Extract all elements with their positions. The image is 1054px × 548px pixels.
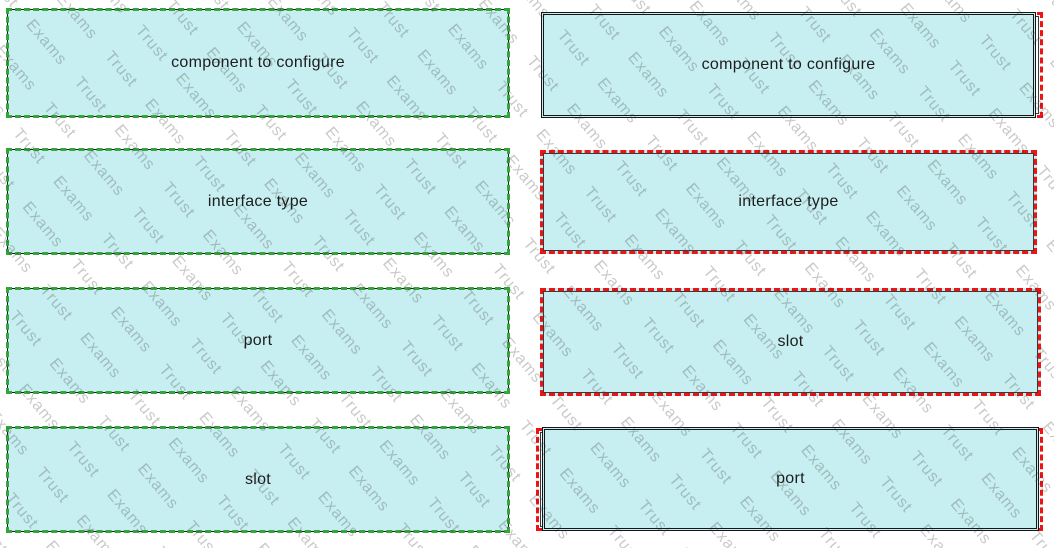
drag-item-label: slot — [244, 470, 272, 488]
placed-item-label: component to configure — [701, 56, 876, 73]
drag-item-interface-type[interactable]: interface type — [6, 148, 510, 255]
drop-target-interface-type[interactable]: interface type — [540, 150, 1037, 254]
drop-target-label: interface type — [738, 193, 839, 210]
drag-item-component-to-configure[interactable]: component to configure — [6, 8, 510, 118]
placed-item-component-to-configure[interactable]: component to configure — [541, 12, 1036, 118]
drop-target-label: slot — [777, 333, 804, 350]
drag-item-label: interface type — [207, 192, 309, 210]
placed-item-port[interactable]: port — [542, 427, 1039, 531]
drag-item-label: component to configure — [171, 54, 345, 71]
drag-item-slot[interactable]: slot — [6, 426, 510, 533]
drag-item-label: port — [243, 331, 273, 349]
placed-item-label: port — [776, 470, 805, 487]
drop-target-slot[interactable]: slot — [540, 288, 1041, 396]
drag-item-port[interactable]: port — [6, 287, 510, 394]
